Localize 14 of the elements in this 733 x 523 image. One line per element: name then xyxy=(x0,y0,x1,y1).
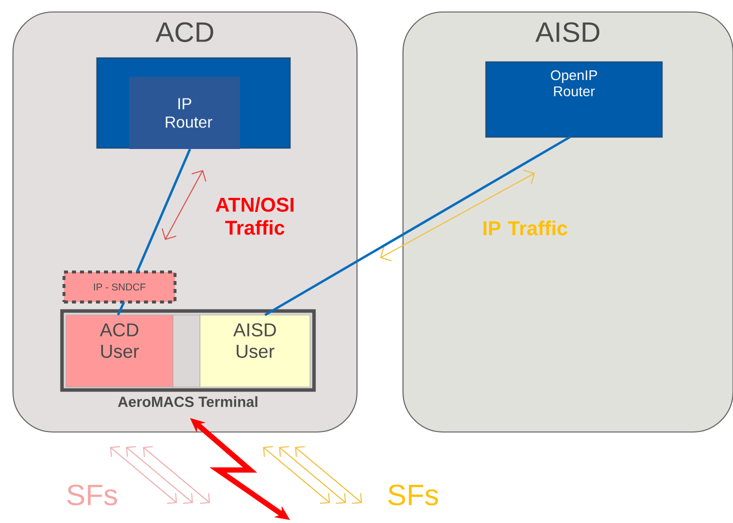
connector-line xyxy=(136,148,192,272)
traffic-label: ATN/OSI Traffic xyxy=(216,197,294,235)
flow-label: SFs xyxy=(67,484,118,506)
spacer-box xyxy=(172,314,200,388)
router-box: OpenIP Router xyxy=(485,61,663,138)
flow-label: SFs xyxy=(388,484,438,506)
user-box: ACD User xyxy=(66,314,174,388)
traffic-label: IP Traffic xyxy=(484,220,568,236)
dashed-box: IP - SNDCF xyxy=(62,270,176,304)
router-box: IP Router xyxy=(129,77,240,149)
connector-line xyxy=(264,136,571,316)
node-label: AeroMACS Terminal xyxy=(118,396,258,408)
connector-line xyxy=(116,302,126,316)
user-box: AISD User xyxy=(200,314,310,388)
